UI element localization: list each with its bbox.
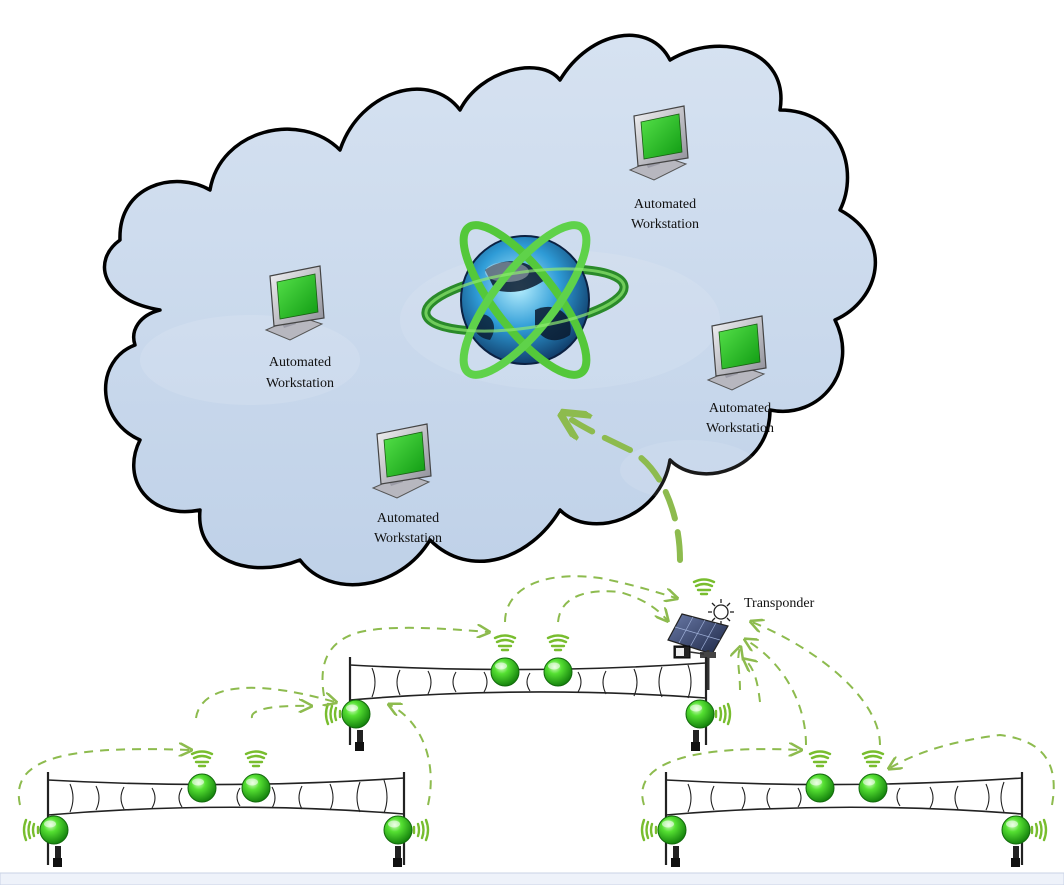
- workstation-top: Automated Workstation: [629, 105, 699, 232]
- workstation-label-line1: Automated: [709, 401, 771, 416]
- uplink-arrow: [572, 420, 683, 563]
- signal-wave-icon: [808, 750, 832, 768]
- signal-wave-icon: [190, 750, 214, 768]
- ground-strip: [0, 872, 1064, 885]
- sensor-node-icon: [1001, 815, 1031, 845]
- workstation-label-line1: Automated: [377, 511, 439, 526]
- sensor-node-icon: [543, 657, 573, 687]
- signal-wave-icon: [22, 818, 40, 842]
- workstation-right: Automated Workstation: [706, 315, 774, 436]
- workstation-label-line2: Workstation: [266, 376, 334, 391]
- sun-icon: [708, 599, 734, 625]
- signal-wave-icon: [324, 702, 342, 726]
- transponder-label: Transponder: [744, 596, 815, 611]
- sensor-node-icon: [187, 773, 217, 803]
- sensor-span-middle: [324, 634, 732, 751]
- signal-wave-icon: [861, 750, 885, 768]
- sensor-node-icon: [858, 773, 888, 803]
- hop-arrows: [17, 575, 1055, 806]
- signal-wave-icon: [546, 634, 570, 652]
- workstation-left: Automated Workstation: [265, 265, 334, 391]
- solar-panel-icon: [667, 613, 729, 690]
- workstation-label-line1: Automated: [634, 197, 696, 212]
- signal-wave-icon: [714, 702, 732, 726]
- sensor-node-icon: [685, 699, 715, 729]
- workstation-label-line2: Workstation: [374, 531, 442, 546]
- sensor-node-icon: [805, 773, 835, 803]
- signal-wave-icon: [493, 634, 517, 652]
- signal-wave-icon: [1030, 818, 1048, 842]
- signal-wave-icon: [244, 750, 268, 768]
- sensor-node-icon: [490, 657, 520, 687]
- signal-wave-icon: [692, 578, 716, 596]
- sensor-span-right: [640, 750, 1048, 867]
- sensor-node-icon: [341, 699, 371, 729]
- sensor-span-left: [22, 750, 430, 867]
- signal-wave-icon: [412, 818, 430, 842]
- sensor-node-icon: [39, 815, 69, 845]
- sensor-node-icon: [383, 815, 413, 845]
- workstation-label-line2: Workstation: [706, 421, 774, 436]
- globe-icon: [421, 221, 629, 379]
- sensor-node-icon: [241, 773, 271, 803]
- signal-wave-icon: [640, 818, 658, 842]
- workstation-bottom: Automated Workstation: [372, 423, 442, 546]
- workstation-label-line1: Automated: [269, 355, 331, 370]
- sensor-node-icon: [657, 815, 687, 845]
- transponder: Transponder: [667, 578, 815, 690]
- workstation-label-line2: Workstation: [631, 217, 699, 232]
